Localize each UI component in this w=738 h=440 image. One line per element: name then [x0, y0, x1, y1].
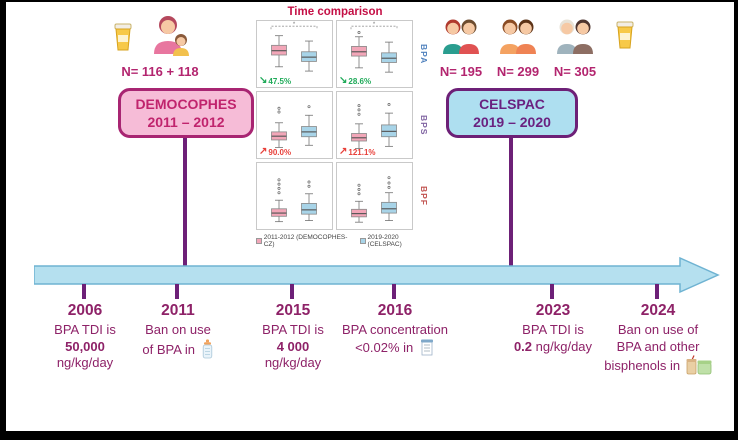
children-pair-icon	[443, 19, 479, 54]
timeline-event-2024: 2024 Ban on use of BPA and other bisphen…	[592, 301, 724, 375]
arrow-up-icon: ↗	[339, 146, 348, 157]
legend-swatch-celspac	[359, 238, 366, 244]
event-text: Ban on use of	[617, 322, 699, 338]
receipt-icon	[420, 339, 433, 356]
boxplot-row-label: BPA	[419, 43, 429, 65]
legend-swatch-democophes	[256, 238, 262, 244]
event-text: <0.02% in	[329, 339, 461, 357]
boxplot-panel-bpf-2	[336, 162, 413, 230]
boxplot-panel-bpa-1: * ↘47.5%	[256, 20, 333, 88]
event-text: <0.02% in	[355, 339, 414, 355]
celspac-years: 2019 – 2020	[473, 114, 551, 130]
legend-item-democophes: 2011-2012 (DEMOCOPHES-CZ)	[256, 234, 352, 248]
event-text: BPA TDI is	[262, 322, 324, 338]
boxplot-panel-bpa-2: * ↘28.6%	[336, 20, 413, 88]
percent-change-label: ↗90.0%	[259, 146, 292, 157]
event-value: 4 000	[276, 338, 310, 354]
boxplot-figure: Time comparison * ↘47.5% * ↘28.6% BPA ↗90.…	[256, 6, 436, 248]
timeline-tick-2006	[82, 284, 86, 299]
arrow-down-icon: ↘	[259, 75, 268, 86]
sample-count-children: N= 195	[439, 64, 483, 79]
boxplot-row-label: BPF	[419, 186, 429, 206]
adult-pair-icon	[557, 19, 593, 54]
timeline-event-2006: 2006 BPA TDI is 50,000 ng/kg/day	[19, 301, 151, 371]
event-year: 2023	[535, 302, 571, 319]
event-text: ng/kg/day	[264, 354, 322, 370]
timeline-event-2015: 2015 BPA TDI is 4 000 ng/kg/day	[227, 301, 359, 371]
timeline-tick-2023	[550, 284, 554, 299]
democophes-title: DEMOCOPHES	[135, 95, 237, 112]
event-text: ng/kg/day	[56, 354, 114, 370]
timeline-tick-2015	[290, 284, 294, 299]
democophes-box: DEMOCOPHES 2011 – 2012	[118, 88, 254, 138]
timeline-tick-2016	[392, 284, 396, 299]
urine-cup-icon	[114, 23, 132, 51]
celspac-connector-line	[509, 138, 513, 266]
event-value: 0.2	[513, 338, 533, 354]
legend-item-celspac: 2019-2020 (CELSPAC)	[359, 234, 430, 248]
event-text: BPA TDI is	[54, 322, 116, 338]
percent-change-label: ↘47.5%	[259, 75, 292, 86]
sample-count-adults: N= 305	[553, 64, 597, 79]
event-year: 2015	[275, 302, 311, 319]
arrow-down-icon: ↘	[339, 75, 348, 86]
boxplot-grid: * ↘47.5% * ↘28.6% BPA ↗90.0% ↗121.1% BPS B…	[256, 20, 436, 230]
sample-count-teens: N= 299	[496, 64, 540, 79]
urine-cup-icon	[616, 21, 634, 49]
event-text: 0.2 ng/kg/day	[487, 339, 619, 355]
celspac-box: CELSPAC 2019 – 2020	[446, 88, 578, 138]
timeline-tick-2011	[175, 284, 179, 299]
event-year: 2024	[640, 302, 676, 319]
timeline-event-2023: 2023 BPA TDI is 0.2 ng/kg/day	[487, 301, 619, 355]
boxplot-panel-bps-1: ↗90.0%	[256, 91, 333, 159]
timeline-event-2016: 2016 BPA concentration <0.02% in	[329, 301, 461, 357]
event-text: bisphenols in	[592, 355, 724, 375]
timeline-tick-2024	[655, 284, 659, 299]
svg-text:*: *	[293, 21, 296, 28]
event-text: of BPA in	[112, 339, 244, 359]
event-text: BPA and other	[616, 338, 700, 354]
event-value: 50,000	[65, 338, 105, 354]
event-text: bisphenols in	[604, 357, 681, 373]
event-year: 2016	[377, 302, 413, 319]
legend-label-democophes: 2011-2012 (DEMOCOPHES-CZ)	[263, 234, 348, 248]
teen-pair-icon	[500, 19, 536, 54]
svg-text:*: *	[373, 21, 376, 28]
chart-title: Time comparison	[287, 6, 383, 18]
event-text: of BPA in	[142, 341, 195, 357]
event-year: 2006	[67, 302, 103, 319]
event-text: BPA TDI is	[522, 322, 584, 338]
boxplot-panel-bpf-1	[256, 162, 333, 230]
percent-change-label: ↘28.6%	[339, 75, 372, 86]
timeline-event-2011: 2011 Ban on use of BPA in	[112, 301, 244, 359]
democophes-connector-line	[183, 138, 187, 266]
percent-change-label: ↗121.1%	[339, 146, 376, 157]
event-year: 2011	[161, 302, 195, 319]
timeline-arrow	[34, 256, 720, 294]
legend-label-celspac: 2019-2020 (CELSPAC)	[367, 234, 402, 248]
arrow-up-icon: ↗	[259, 146, 268, 157]
event-text: BPA concentration	[342, 322, 448, 338]
celspac-title: CELSPAC	[479, 95, 545, 112]
boxplot-row-label: BPS	[419, 114, 429, 136]
boxplot-panel-bps-2: ↗121.1%	[336, 91, 413, 159]
sample-count-democophes: N= 116 + 118	[121, 64, 199, 79]
event-text: ng/kg/day	[535, 338, 593, 354]
mother-child-icon	[154, 16, 189, 56]
baby-bottle-icon	[202, 339, 212, 359]
event-text: Ban on use	[145, 322, 211, 338]
food-containers-icon	[686, 355, 712, 375]
chart-legend: 2011-2012 (DEMOCOPHES-CZ) 2019-2020 (CEL…	[256, 234, 430, 248]
democophes-years: 2011 – 2012	[147, 114, 225, 130]
